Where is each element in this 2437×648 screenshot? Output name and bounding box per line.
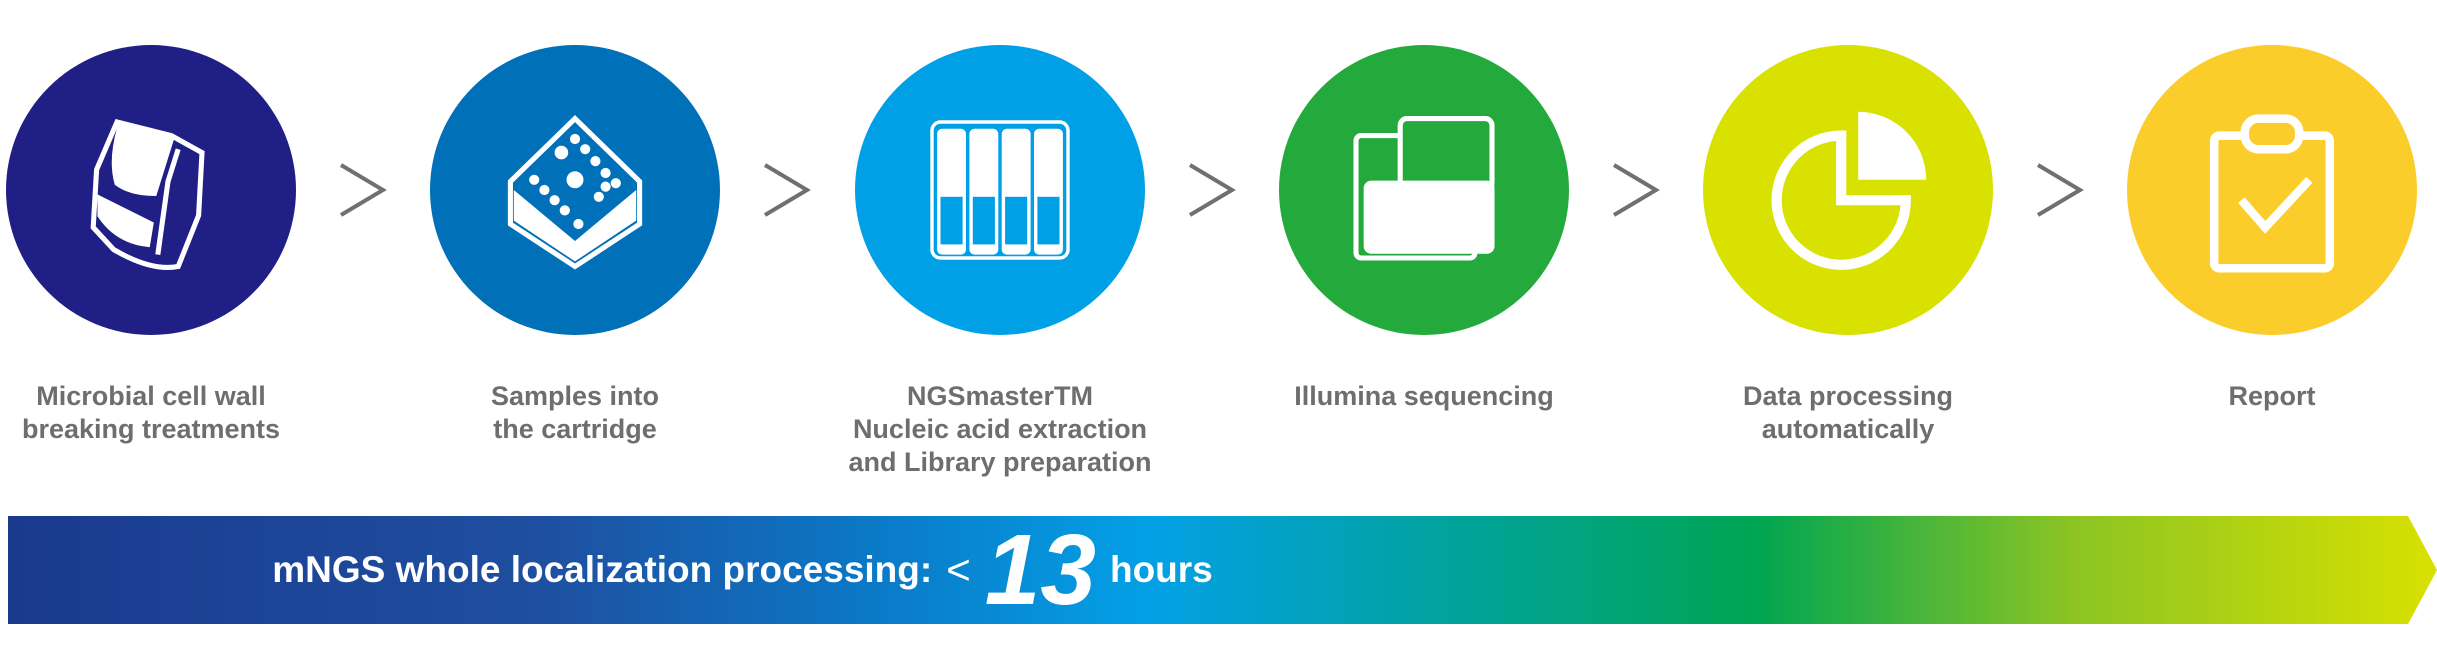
step-label-report: Report [2062, 380, 2437, 413]
timeline-banner: mNGS whole localization processing: < 13… [8, 516, 2437, 624]
banner-unit: hours [1109, 549, 1213, 590]
banner-hours-number: 13 [984, 514, 1096, 626]
step-label-ngsmaster: NGSmasterTM Nucleic acid extraction and … [790, 380, 1210, 479]
chevron-right-icon [763, 163, 811, 217]
step-label-cell-wall: Microbial cell wall breaking treatments [0, 380, 361, 446]
step-circle-cartridge [430, 45, 720, 335]
chevron-right-icon [339, 163, 387, 217]
chevron-right-icon [2036, 163, 2084, 217]
step-circle-cell-wall [6, 45, 296, 335]
step-circle-ngsmaster [855, 45, 1145, 335]
label-line: breaking treatments [21, 414, 281, 444]
step-label-data-processing: Data processing automatically [1638, 380, 2058, 446]
label-line: Data processing [1742, 381, 1954, 411]
step-label-sequencing: Illumina sequencing [1214, 380, 1634, 413]
clipboard-check-icon [2209, 114, 2335, 273]
banner-less-than: < [946, 546, 971, 593]
step-label-cartridge: Samples into the cartridge [365, 380, 785, 446]
step-circle-data-processing [1703, 45, 1993, 335]
cartridge-icon [507, 115, 643, 270]
banner-text: mNGS whole localization processing: [272, 549, 933, 590]
cell-wall-breaker-icon [90, 118, 205, 270]
sequencer-icon [1353, 116, 1495, 261]
label-line: Samples into [490, 381, 660, 411]
ngsmaster-instrument-icon [930, 120, 1070, 260]
step-circle-report [2127, 45, 2417, 335]
label-line: Microbial cell wall [36, 381, 266, 411]
chevron-right-icon [1612, 163, 1660, 217]
chevron-right-icon [1188, 163, 1236, 217]
label-line: the cartridge [493, 414, 657, 444]
label-line: Illumina sequencing [1294, 381, 1554, 411]
step-circle-sequencing [1279, 45, 1569, 335]
label-line: NGSmasterTM [906, 381, 1094, 411]
label-line: Nucleic acid extraction [852, 414, 1148, 444]
label-line: automatically [1761, 414, 1935, 444]
label-line: and Library preparation [848, 447, 1152, 477]
pie-chart-icon [1771, 111, 1927, 270]
label-line: Report [2228, 381, 2316, 411]
